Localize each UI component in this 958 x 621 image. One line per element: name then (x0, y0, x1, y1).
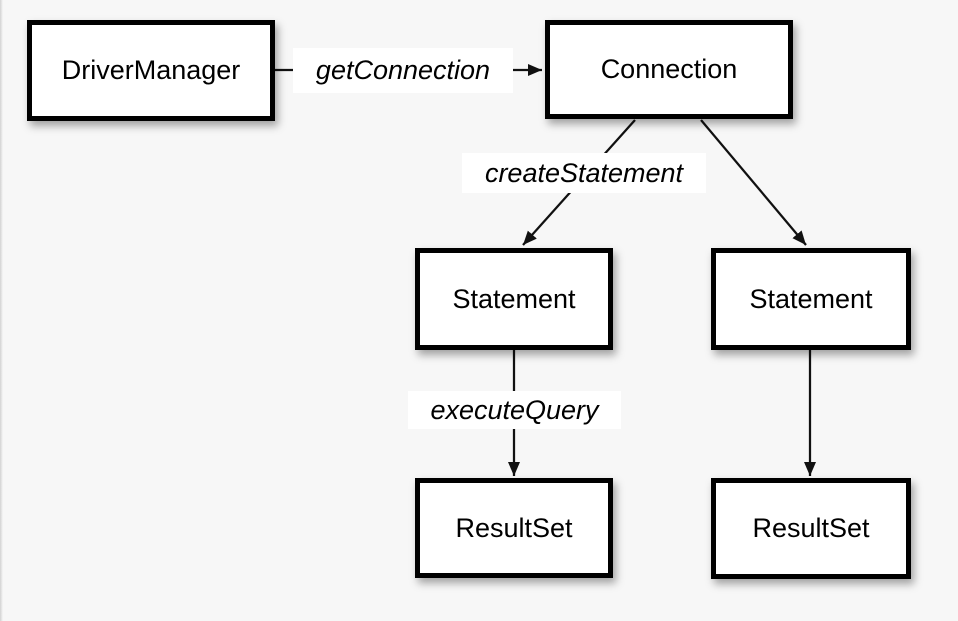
node-statement-left: Statement (415, 248, 613, 350)
node-drivermanager: DriverManager (27, 20, 275, 121)
edge-connection-statement-right (700, 119, 807, 246)
node-resultset-left: ResultSet (415, 478, 613, 578)
edge-label-executequery: executeQuery (408, 391, 621, 429)
edge-label-createstatement: createStatement (462, 153, 706, 193)
node-resultset-right: ResultSet (711, 478, 911, 579)
screen-left-edge (0, 0, 3, 621)
edge-label-getconnection: getConnection (293, 48, 513, 93)
node-connection: Connection (545, 20, 793, 119)
node-statement-right: Statement (711, 248, 911, 350)
